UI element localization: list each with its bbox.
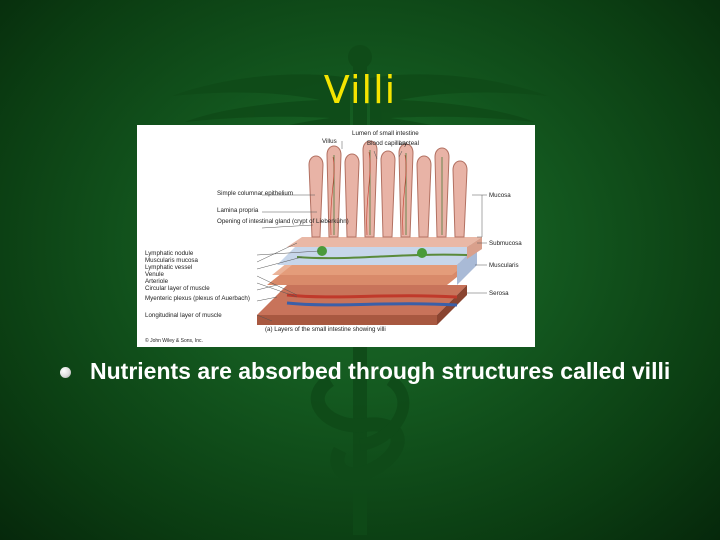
label-muscularis: Muscularis [489,262,519,269]
slide-title: Villi [323,68,397,112]
label-blood-capillary: Blood capillary [367,140,408,147]
tissue-block [257,237,482,325]
label-submucosa: Submucosa [489,240,522,247]
label-serosa: Serosa [489,290,509,297]
label-mucosa: Mucosa [489,192,511,199]
label-lamina-propria: Lamina propria [217,207,259,214]
label-lumen: Lumen of small intestine [352,130,419,137]
label-myenteric-plexus: Myenteric plexus (plexus of Auerbach) [145,295,250,302]
label-simple-columnar-epithelium: Simple columnar epithelium [217,190,293,197]
label-intestinal-gland: Opening of intestinal gland (crypt of Li… [217,218,349,225]
label-longitudinal-muscle: Longitudinal layer of muscle [145,312,222,319]
label-arteriole: Arteriole [145,278,169,285]
label-muscularis-mucosa: Muscularis mucosa [145,257,199,264]
label-lacteal: Lacteal [399,140,419,147]
figure-copyright: © John Wiley & Sons, Inc. [145,337,203,344]
intestine-layers-illustration: Lumen of small intestine Villus Blood ca… [145,130,522,344]
villi [308,140,468,238]
villi-diagram: Lumen of small intestine Villus Blood ca… [137,125,535,347]
bullet-point-icon [60,367,71,378]
bullet-item: Nutrients are absorbed through structure… [90,358,671,384]
label-villus: Villus [322,138,337,145]
label-lymphatic-nodule: Lymphatic nodule [145,250,194,257]
label-venule: Venule [145,271,164,278]
label-circular-muscle: Circular layer of muscle [145,285,210,292]
label-lymphatic-vessel: Lymphatic vessel [145,264,192,271]
figure-caption: (a) Layers of the small intestine showin… [265,326,386,333]
